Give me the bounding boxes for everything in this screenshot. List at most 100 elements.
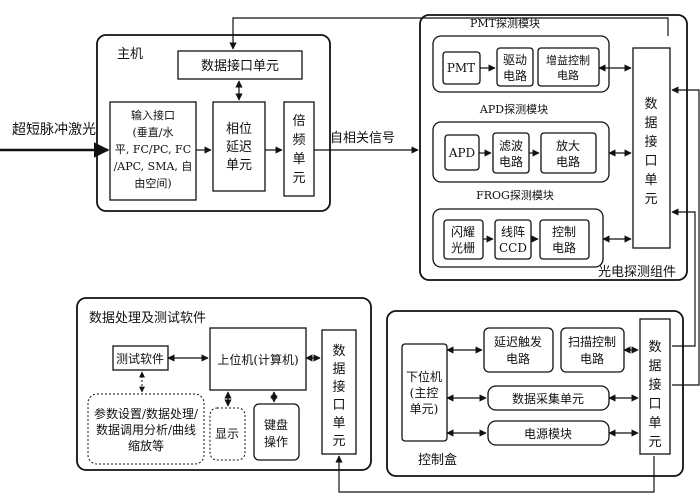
laser-input-label: 超短脉冲激光	[12, 121, 96, 138]
gain-line-2: 电路	[557, 69, 579, 82]
params-line-3: 缩放等	[128, 438, 164, 453]
params-box	[87, 393, 205, 465]
software-data-interface-box	[321, 329, 357, 455]
display-label: 显示	[215, 427, 239, 441]
driver-line-1: 驱动	[503, 53, 527, 67]
host-frame	[96, 34, 331, 212]
control-box: 控制盒 下位机 (主控 单元) 延迟触发 电路 扫描控制 电路 数据采集单元 电…	[386, 310, 684, 477]
keyboard-line-2: 操作	[264, 434, 288, 449]
power-label: 电源模块	[524, 427, 572, 441]
lower-line-3: 单元)	[410, 402, 439, 416]
frog-ctrl-box	[539, 219, 590, 260]
gain-line-1: 增益控制	[546, 53, 590, 67]
upper-computer-label: 上位机(计算机)	[217, 352, 298, 367]
software-interface-char-1: 数	[332, 344, 345, 359]
data-acq-label: 数据采集单元	[512, 391, 584, 406]
lower-line-1: 下位机	[406, 369, 442, 384]
driver-box	[496, 47, 534, 87]
autocorr-label: 自相关信号	[330, 131, 395, 146]
lower-computer-box	[401, 343, 448, 442]
delay-trigger-box	[483, 327, 554, 373]
host-data-interface-box	[177, 50, 303, 80]
grating-line-1: 闪耀	[451, 225, 475, 239]
pmt-label: PMT	[447, 61, 475, 75]
input-interface-line-2: (垂直/水	[133, 125, 174, 139]
amp-line-1: 放大	[556, 138, 580, 153]
freq-double-char-4: 元	[292, 171, 305, 186]
scan-ctrl-line-2: 电路	[580, 351, 604, 366]
software-interface-char-4: 口	[332, 398, 345, 413]
grating-line-2: 光栅	[451, 240, 475, 255]
scan-ctrl-line-1: 扫描控制	[568, 335, 616, 349]
line-software-to-control	[335, 455, 655, 493]
display-box	[209, 407, 246, 461]
photo-interface-char-1: 数	[644, 97, 657, 112]
host-title: 主机	[117, 47, 143, 62]
control-title: 控制盒	[418, 452, 457, 468]
software-frame	[76, 297, 372, 471]
control-interface-char-2: 据	[648, 359, 661, 374]
photo-frame	[419, 14, 688, 281]
host-data-interface-label: 数据接口单元	[201, 58, 279, 74]
input-interface-line-3: 平, FC/PC, FC	[115, 143, 191, 156]
params-line-1: 参数设置/数据处理/	[94, 406, 199, 421]
params-line-2: 数据调用分析/曲线	[96, 422, 196, 437]
photo-title: 光电探测组件	[598, 265, 676, 280]
photo-data-interface-box	[632, 47, 671, 249]
pmt-module-title: PMT探测模块	[470, 17, 540, 30]
input-interface-line-1: 输入接口	[131, 108, 175, 122]
apd-label: APD	[448, 146, 475, 160]
apd-module-title: APD探测模块	[479, 103, 548, 116]
software-unit: 数据处理及测试软件 测试软件 上位机(计算机) 参数设置/数据处理/ 数据调用分…	[76, 297, 372, 471]
software-title: 数据处理及测试软件	[89, 311, 206, 326]
frog-module-title: FROG探测模块	[476, 189, 554, 202]
input-interface-line-5: 由空间)	[134, 176, 171, 190]
keyboard-line-1: 键盘	[264, 417, 288, 432]
lower-line-2: (主控	[410, 386, 439, 400]
freq-double-char-3: 单	[292, 152, 305, 167]
keyboard-box	[253, 403, 300, 461]
photo-interface-char-6: 元	[644, 192, 657, 207]
filter-line-1: 滤波	[499, 139, 523, 153]
phase-delay-box	[212, 101, 266, 192]
control-frame	[386, 310, 684, 477]
frog-ctrl-line-1: 控制	[552, 225, 576, 239]
software-interface-char-6: 元	[332, 434, 345, 449]
input-interface-line-4: /APC, SMA, 自	[114, 160, 193, 173]
amp-box	[540, 132, 597, 174]
upper-computer-box	[209, 327, 307, 391]
amp-line-2: 电路	[556, 154, 580, 169]
control-interface-char-5: 单	[648, 416, 661, 431]
software-interface-char-5: 单	[332, 416, 345, 431]
line-photo-to-host-interface	[229, 17, 669, 50]
control-interface-char-1: 数	[648, 340, 661, 355]
phase-delay-line-3: 单元	[226, 158, 252, 173]
driver-line-2: 电路	[503, 68, 527, 83]
test-sw-box	[112, 345, 169, 371]
freq-double-char-1: 倍	[292, 114, 305, 129]
test-sw-label: 测试软件	[116, 351, 164, 366]
line-photo-to-control-1	[671, 86, 700, 386]
host-unit: 主机 数据接口单元 输入接口 (垂直/水 平, FC/PC, FC /APC, …	[96, 34, 331, 212]
control-interface-char-6: 元	[648, 435, 661, 450]
photo-interface-char-2: 据	[644, 116, 657, 131]
freq-double-char-2: 频	[292, 133, 305, 148]
software-interface-char-2: 据	[332, 362, 345, 377]
filter-line-2: 电路	[499, 154, 523, 169]
input-interface-box	[109, 101, 197, 201]
photo-interface-char-5: 单	[644, 173, 657, 188]
phase-delay-line-1: 相位	[226, 122, 252, 137]
control-interface-char-3: 接	[648, 377, 661, 393]
delay-trigger-line-2: 电路	[506, 351, 530, 366]
photo-assembly: 光电探测组件 PMT探测模块 PMT 驱动 电路 增益控制 电路 APD探测模块…	[419, 14, 688, 281]
phase-delay-line-2: 延迟	[226, 140, 252, 155]
freq-double-box	[283, 101, 315, 197]
control-interface-char-4: 口	[648, 397, 661, 412]
photo-interface-char-3: 接	[644, 134, 657, 150]
ccd-line-2: CCD	[499, 241, 527, 255]
software-interface-char-3: 接	[332, 379, 345, 395]
delay-trigger-line-1: 延迟触发	[494, 334, 542, 349]
control-data-interface-box	[639, 318, 671, 455]
ccd-line-1: 线阵	[501, 225, 525, 239]
